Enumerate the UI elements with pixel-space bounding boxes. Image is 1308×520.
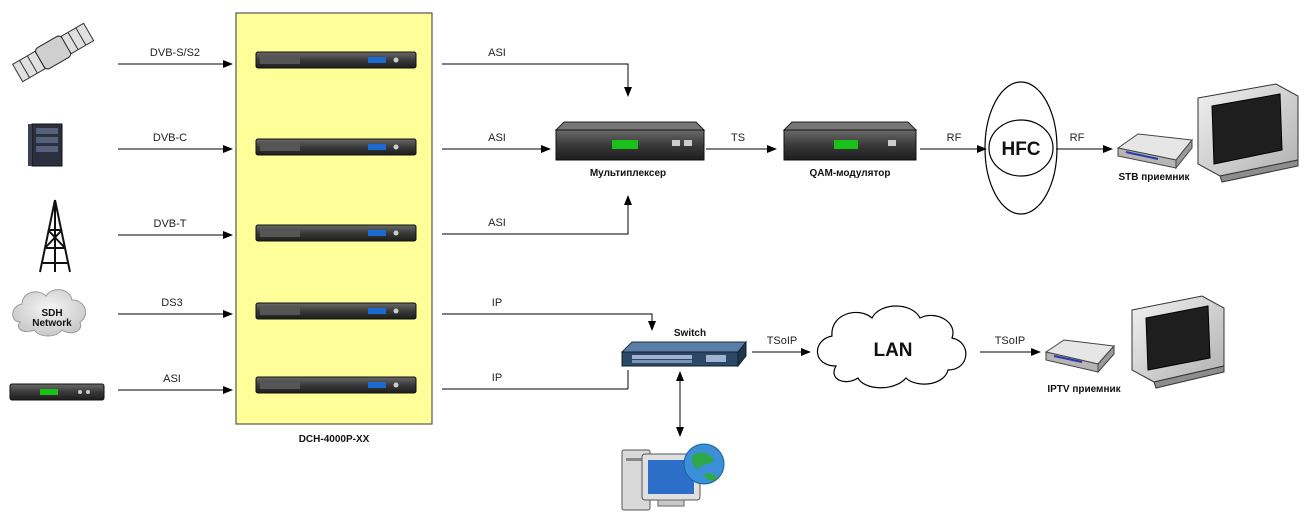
satellite-icon	[11, 22, 95, 83]
multiplexer-label: Мультиплексер	[590, 168, 666, 179]
rf-out-label: RF	[1070, 132, 1085, 144]
output-label: ASI	[488, 47, 506, 59]
lan-label: LAN	[873, 340, 912, 361]
stb-label: STB приемник	[1118, 172, 1190, 183]
encoder-unit	[255, 51, 417, 69]
multiplexer-device	[554, 121, 706, 161]
switch-label: Switch	[674, 328, 706, 339]
input-label: DVB-T	[154, 218, 187, 230]
svg-text:Network: Network	[32, 318, 72, 329]
panel-title: DCH-4000P-XX	[299, 434, 370, 445]
ts-label: TS	[731, 132, 745, 144]
switch-device	[620, 340, 748, 368]
computer-globe-icon	[621, 443, 725, 511]
output-label: IP	[492, 372, 502, 384]
iptv-label: IPTV приемник	[1047, 384, 1121, 395]
sdh-cloud-icon: SDH Network	[12, 289, 87, 337]
input-label: ASI	[163, 373, 181, 385]
encoder-unit	[255, 376, 417, 394]
hfc-label: HFC	[1001, 139, 1040, 160]
tsoip-out-label: TSoIP	[995, 335, 1026, 347]
rack-device-icon	[9, 383, 105, 401]
iptv-receiver-icon	[1044, 339, 1116, 374]
antenna-tower-icon	[39, 199, 71, 273]
qam-label: QAM-модулятор	[810, 168, 891, 179]
input-label: DVB-C	[153, 132, 187, 144]
rf-in-label: RF	[947, 132, 962, 144]
encoder-panel	[235, 12, 433, 425]
encoder-unit	[255, 302, 417, 320]
lan-cloud	[816, 305, 967, 389]
server-icon	[28, 123, 63, 167]
svg-text:SDH: SDH	[41, 308, 62, 319]
encoder-unit	[255, 138, 417, 156]
input-label: DVB-S/S2	[150, 47, 200, 59]
qam-modulator-device	[782, 121, 918, 161]
output-label: IP	[492, 297, 502, 309]
hfc-node	[984, 81, 1058, 215]
input-label: DS3	[161, 297, 182, 309]
encoder-unit	[255, 224, 417, 242]
tsoip-in-label: TSoIP	[767, 335, 798, 347]
output-label: ASI	[488, 132, 506, 144]
output-label: ASI	[488, 217, 506, 229]
tv-icon	[1131, 295, 1225, 389]
tv-icon	[1197, 83, 1299, 183]
stb-receiver-icon	[1116, 133, 1193, 170]
